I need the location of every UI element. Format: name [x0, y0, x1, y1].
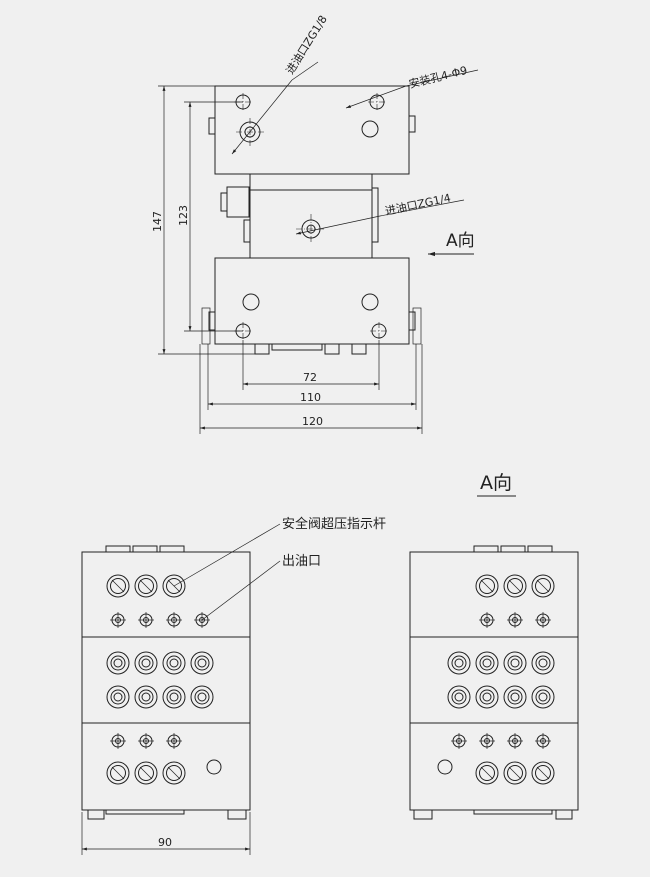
right-outlets-bottom [451, 733, 551, 749]
dim-72: 72 [303, 371, 317, 384]
left-outlets-bottom [110, 733, 182, 749]
inlet-top-label: 进油口ZG1/8 [283, 13, 330, 77]
a-view-title: A向 [480, 472, 512, 494]
dim-123: 123 [177, 205, 190, 226]
upper-block-holes [234, 93, 386, 146]
dim-147: 147 [151, 211, 164, 232]
inlet-mid-label: 进油口ZG1/4 [384, 190, 452, 218]
side-view: 进油口ZG1/8 安装孔4-Φ9 进油口ZG1/4 A向 147 123 72 … [151, 13, 479, 434]
outlet-label: 出油口 [282, 554, 321, 569]
right-middle-fittings [447, 651, 555, 709]
lower-block [214, 257, 410, 345]
left-safety-indicators-top [106, 574, 186, 598]
mount-holes-label: 安装孔4-Φ9 [407, 63, 468, 91]
middle-inlet-hole [296, 214, 326, 244]
lower-block-holes [234, 293, 388, 340]
upper-block [214, 85, 410, 175]
right-outlets-top [479, 612, 551, 628]
a-view-left: 安全阀超压指示杆 出油口 90 [81, 516, 386, 855]
dim-120: 120 [302, 415, 323, 428]
left-middle-fittings [106, 651, 214, 709]
a-view-right [409, 545, 579, 820]
right-safety-indicators-bottom [437, 759, 555, 785]
left-safety-indicators-bottom [106, 759, 222, 785]
left-outlets-top [110, 612, 210, 628]
dim-90: 90 [158, 836, 172, 849]
dim-110: 110 [300, 391, 321, 404]
right-safety-indicators-top [475, 574, 555, 598]
view-arrow-label: A向 [446, 231, 475, 251]
safety-valve-label: 安全阀超压指示杆 [282, 516, 386, 532]
